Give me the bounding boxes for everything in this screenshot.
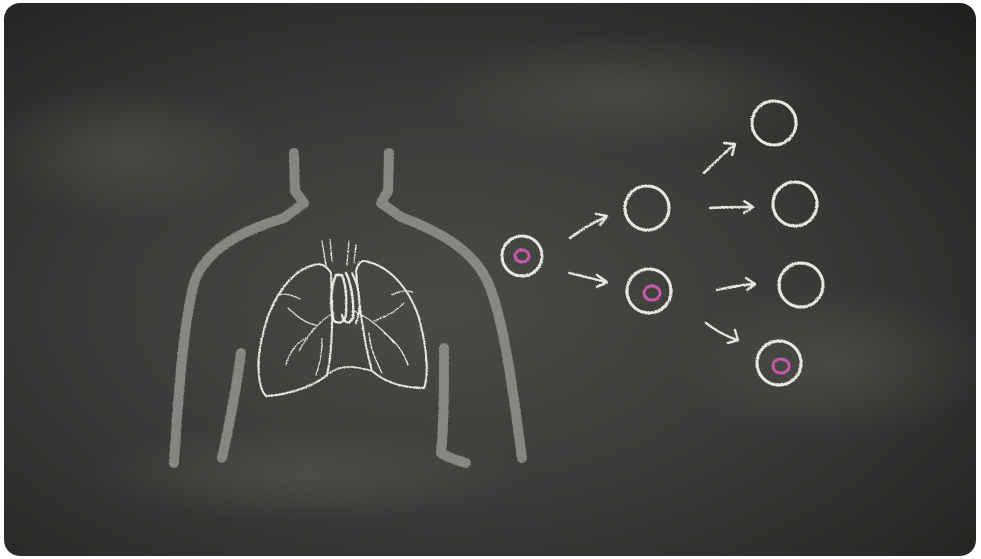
chalk-drawing: [4, 3, 976, 556]
lungs-icon: [259, 239, 427, 396]
infected-cell-gen1: [627, 269, 671, 313]
arrow-icon: [570, 214, 607, 238]
arrow-icon: [569, 273, 607, 287]
arrow-icon: [717, 278, 755, 290]
infected-cell-gen0: [502, 236, 542, 276]
chalkboard: [4, 3, 976, 556]
healthy-cell-gen2: [773, 182, 817, 226]
arrow-icon: [704, 143, 735, 173]
healthy-cell-gen1: [625, 186, 669, 230]
arrow-icon: [710, 201, 753, 213]
